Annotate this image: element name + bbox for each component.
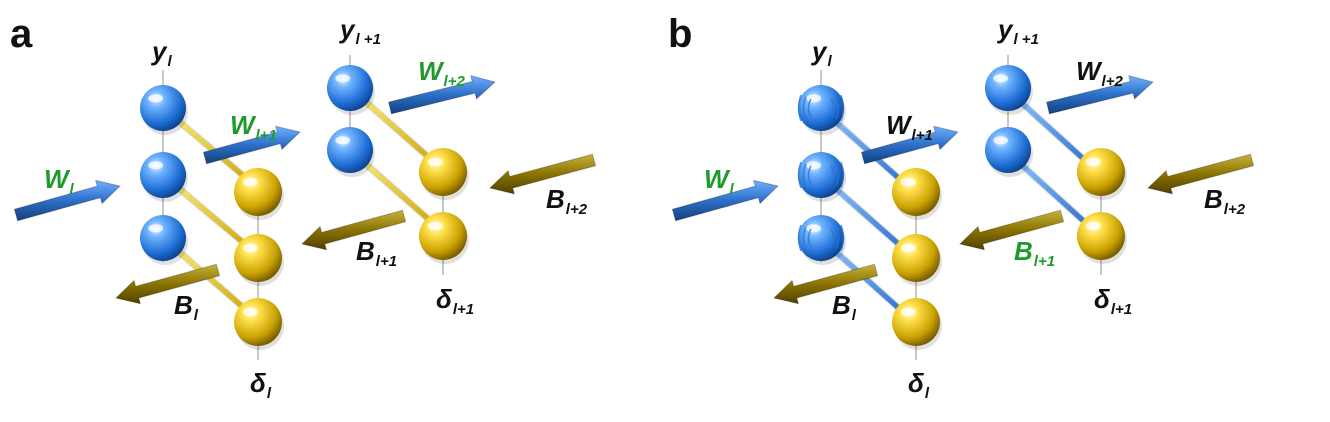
node-delta-l-plus-1-highlight	[1085, 221, 1101, 231]
arrow-w-l	[13, 179, 122, 222]
node-delta-l-highlight	[242, 307, 258, 317]
label-b-l-plus-2: Bl+2	[546, 184, 588, 218]
node-y-l-plus-1	[985, 127, 1031, 173]
arrow-w-l-plus-1	[860, 125, 960, 165]
node-y-l-highlight	[806, 94, 821, 103]
arrow-b-l-plus-1	[958, 209, 1065, 251]
node-delta-l	[892, 168, 940, 216]
node-delta-l-plus-1-highlight	[427, 221, 443, 231]
arrow-b-l-plus-2	[488, 153, 597, 195]
vibration-waves-left	[797, 94, 802, 122]
node-y-l	[798, 215, 844, 261]
label-delta-l: δl	[908, 368, 930, 402]
node-delta-l	[892, 234, 940, 282]
label-b-l-plus-1: Bl+1	[356, 236, 398, 270]
arrow-w-l-plus-2	[387, 74, 497, 115]
label-b-l: Bl	[174, 290, 198, 324]
vibration-waves-right	[830, 165, 835, 185]
node-y-l	[140, 215, 186, 261]
arrow-w-l-plus-2	[1045, 74, 1155, 115]
label-delta-l-plus-1: δl+1	[436, 284, 475, 318]
connection-rod	[823, 110, 906, 185]
node-y-l	[798, 85, 844, 131]
vibration-waves-left	[807, 165, 812, 185]
vibration-waves-left	[802, 226, 807, 250]
node-y-l-plus-1-highlight	[335, 136, 351, 145]
node-y-l-highlight	[148, 224, 163, 233]
panel-a	[13, 55, 597, 360]
vibration-waves-right	[830, 98, 835, 118]
panel-b	[671, 55, 1255, 360]
arrow-b-l-plus-2	[1146, 153, 1255, 195]
node-delta-l-highlight	[900, 307, 916, 317]
node-y-l	[140, 152, 186, 198]
node-y-l-plus-1-highlight	[335, 74, 351, 83]
node-y-l-highlight	[806, 161, 821, 170]
vibration-waves-right	[835, 163, 840, 187]
node-delta-l-highlight	[900, 243, 916, 253]
node-delta-l	[234, 234, 282, 282]
label-y-l: yl	[812, 36, 832, 70]
connection-rod	[823, 177, 906, 251]
node-y-l-plus-1-highlight	[993, 74, 1008, 83]
panel-a-letter: a	[10, 12, 33, 56]
vibration-waves-right	[840, 94, 845, 122]
label-w-l-plus-1: Wl+1	[230, 110, 277, 144]
node-delta-l-plus-1-highlight	[1085, 157, 1101, 167]
node-y-l-highlight	[806, 224, 821, 233]
vibration-waves-left	[797, 161, 802, 189]
node-y-l-plus-1	[327, 127, 373, 173]
label-w-l-plus-2: Wl+2	[418, 56, 465, 90]
node-y-l-plus-1-highlight	[993, 136, 1008, 145]
vibration-waves-left	[797, 224, 802, 252]
label-b-l: Bl	[832, 290, 856, 324]
label-w-l-plus-1: Wl+1	[886, 110, 933, 144]
vibration-waves-right	[830, 228, 835, 248]
node-delta-l	[234, 168, 282, 216]
vibration-waves-left	[802, 96, 807, 120]
vibration-waves-left	[807, 228, 812, 248]
node-y-l	[798, 152, 844, 198]
node-delta-l-plus-1	[1077, 212, 1125, 260]
label-w-l: Wl	[44, 164, 74, 198]
label-y-l-plus-1: yl +1	[998, 14, 1039, 48]
connection-rod	[1010, 92, 1091, 166]
node-y-l	[140, 85, 186, 131]
connection-rod	[1010, 154, 1091, 228]
node-delta-l-highlight	[242, 177, 258, 187]
node-delta-l	[892, 298, 940, 346]
node-y-l-highlight	[148, 161, 163, 170]
arrow-b-l	[772, 263, 879, 305]
arrow-w-l	[671, 179, 780, 222]
arrow-w-l-plus-1	[202, 125, 302, 165]
node-delta-l	[234, 298, 282, 346]
vibration-waves-right	[835, 226, 840, 250]
vibration-waves-left	[802, 163, 807, 187]
node-y-l-highlight	[148, 94, 163, 103]
label-y-l-plus-1: yl +1	[340, 14, 381, 48]
node-delta-l-highlight	[242, 243, 258, 253]
vibration-waves-right	[840, 161, 845, 189]
node-delta-l-plus-1-highlight	[427, 157, 443, 167]
label-w-l-plus-2: Wl+2	[1076, 56, 1123, 90]
node-y-l-plus-1	[985, 65, 1031, 111]
label-delta-l-plus-1: δl+1	[1094, 284, 1133, 318]
label-b-l-plus-2: Bl+2	[1204, 184, 1246, 218]
label-y-l: yl	[152, 36, 172, 70]
vibration-waves-left	[807, 98, 812, 118]
label-delta-l: δl	[250, 368, 272, 402]
node-delta-l-highlight	[900, 177, 916, 187]
panel-b-letter: b	[668, 12, 693, 56]
node-delta-l-plus-1	[1077, 148, 1125, 196]
node-delta-l-plus-1	[419, 148, 467, 196]
arrow-b-l-plus-1	[300, 209, 407, 251]
label-b-l-plus-1: Bl+1	[1014, 236, 1056, 270]
vibration-waves-right	[835, 96, 840, 120]
node-delta-l-plus-1	[419, 212, 467, 260]
arrow-b-l	[114, 263, 221, 305]
vibration-waves-right	[840, 224, 845, 252]
label-w-l: Wl	[704, 164, 734, 198]
node-y-l-plus-1	[327, 65, 373, 111]
